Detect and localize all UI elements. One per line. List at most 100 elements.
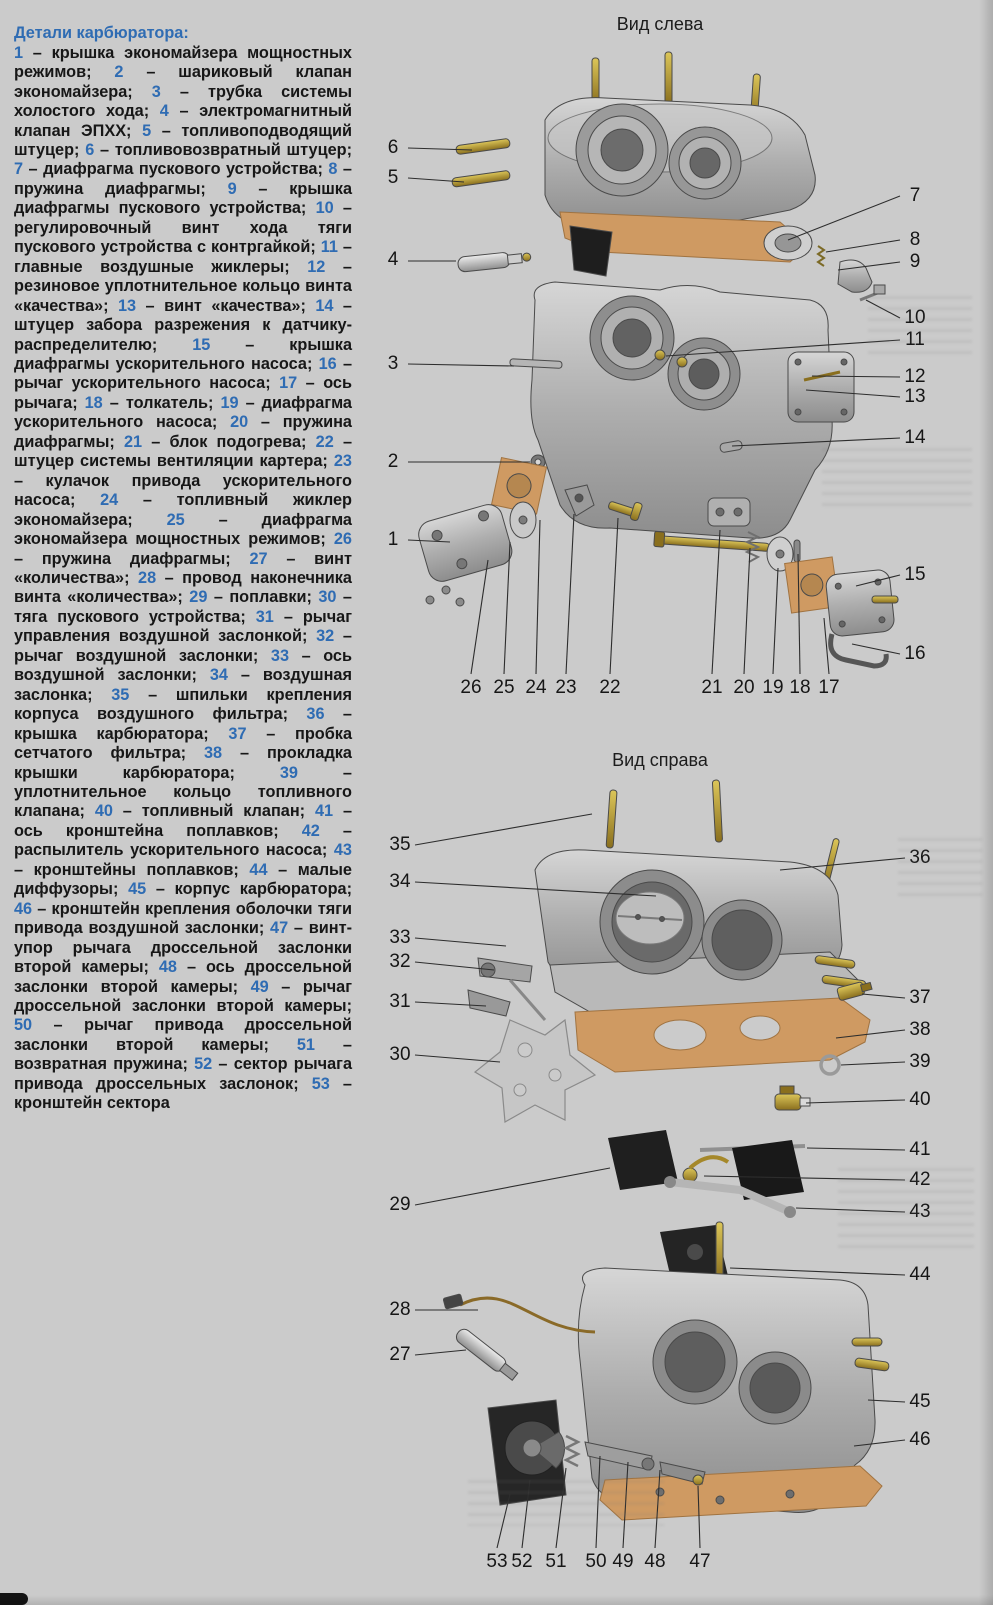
- legend-item-number: 39: [279, 763, 298, 782]
- legend-item-number: 4: [159, 102, 169, 121]
- callout-27: 27: [389, 1344, 411, 1365]
- solenoid-and-diaphragm-art: [457, 225, 886, 302]
- legend-item-number: 31: [255, 607, 274, 626]
- callout-52: 52: [511, 1551, 533, 1572]
- legend-item-number: 30: [318, 588, 337, 607]
- callout-24: 24: [525, 677, 547, 698]
- legend-item-number: 52: [194, 1055, 213, 1074]
- legend-item-number: 48: [158, 958, 177, 977]
- figure-left-view-title: Вид слева: [616, 14, 704, 34]
- floats-and-diffusers-art: [608, 1130, 804, 1283]
- legend-item-number: 21: [123, 432, 143, 451]
- callout-43: 43: [909, 1201, 931, 1222]
- throttle-linkage-art: [442, 1293, 706, 1506]
- callout-30: 30: [389, 1044, 411, 1065]
- callout-51: 51: [545, 1551, 567, 1572]
- callout-26: 26: [460, 677, 482, 698]
- legend-item-number: 45: [128, 880, 147, 899]
- callout-13: 13: [904, 386, 926, 407]
- callout-1: 1: [387, 529, 399, 550]
- figure-left-view: Вид слева: [360, 0, 993, 712]
- legend-item-number: 1: [14, 43, 24, 62]
- legend-item-number: 44: [249, 860, 268, 879]
- legend-item-number: 10: [315, 199, 334, 218]
- callout-38: 38: [909, 1019, 931, 1040]
- choke-rod-bracket-art: [473, 1018, 597, 1123]
- callout-8: 8: [909, 229, 921, 250]
- legend-item-number: 35: [111, 685, 130, 704]
- legend-item-number: 28: [138, 568, 157, 587]
- callout-37: 37: [909, 987, 931, 1008]
- callout-50: 50: [585, 1551, 607, 1572]
- callout-10: 10: [904, 307, 926, 328]
- right-view-diagram: [414, 779, 906, 1549]
- leader-lines: [407, 147, 901, 675]
- callout-47: 47: [689, 1551, 711, 1572]
- callout-22: 22: [599, 677, 621, 698]
- legend-item-number: 46: [14, 899, 33, 918]
- legend-item-number: 41: [314, 802, 334, 821]
- callout-11: 11: [905, 329, 925, 350]
- legend-item-number: 5: [142, 121, 152, 140]
- callout-46: 46: [909, 1429, 931, 1450]
- callout-45: 45: [909, 1391, 931, 1412]
- legend-item-number: 13: [117, 296, 137, 315]
- callout-9: 9: [909, 251, 921, 272]
- legend-item-number: 32: [316, 627, 335, 646]
- legend-item-number: 51: [296, 1035, 315, 1054]
- legend-item-number: 9: [227, 179, 237, 198]
- accel-pump-cluster-art: [707, 497, 899, 669]
- callout-33: 33: [389, 927, 411, 948]
- legend-item-number: 40: [94, 802, 113, 821]
- legend-item-number: 6: [85, 141, 95, 160]
- legend-item-number: 53: [311, 1074, 330, 1093]
- legend-item-number: 14: [315, 296, 334, 315]
- legend-item-number: 23: [333, 452, 352, 471]
- callout-5: 5: [387, 167, 399, 188]
- callout-12: 12: [904, 366, 926, 387]
- legend-title: Детали карбюратора:: [14, 24, 189, 43]
- legend-item-number: 34: [209, 666, 228, 685]
- callout-28: 28: [389, 1299, 411, 1320]
- callout-42: 42: [909, 1169, 931, 1190]
- legend-item-number: 33: [270, 646, 290, 665]
- legend-item-number: 27: [249, 549, 268, 568]
- legend-item-number: 43: [333, 841, 352, 860]
- callout-23: 23: [555, 677, 577, 698]
- callout-6: 6: [387, 137, 399, 158]
- callout-15: 15: [904, 564, 926, 585]
- callout-32: 32: [389, 951, 411, 972]
- callout-7: 7: [909, 185, 921, 206]
- callout-19: 19: [762, 677, 784, 698]
- legend-item-number: 36: [306, 705, 325, 724]
- callout-29: 29: [389, 1194, 411, 1215]
- cam-and-vent-fitting-art: [564, 484, 643, 521]
- callout-41: 41: [909, 1139, 931, 1160]
- callout-39: 39: [909, 1051, 931, 1072]
- callout-36: 36: [909, 847, 931, 868]
- scan-corner-mark: [0, 1593, 28, 1605]
- legend-item-number: 29: [189, 588, 208, 607]
- callout-3: 3: [387, 353, 399, 374]
- figure-right-view-title: Вид справа: [612, 750, 708, 770]
- legend-item-number: 19: [220, 393, 239, 412]
- legend-item-number: 22: [315, 432, 334, 451]
- legend-item-number: 18: [84, 393, 103, 412]
- legend-item-number: 2: [114, 63, 124, 82]
- legend-item-number: 50: [14, 1016, 33, 1035]
- callout-25: 25: [493, 677, 515, 698]
- figure-right-view: Вид справа: [360, 720, 993, 1605]
- callout-49: 49: [612, 1551, 634, 1572]
- legend-item-number: 49: [250, 977, 269, 996]
- legend-item-number: 37: [228, 724, 247, 743]
- cover-gasket-art: [559, 211, 809, 263]
- callout-20: 20: [733, 677, 755, 698]
- lower-body-art: [577, 1221, 890, 1521]
- legend-item-number: 20: [230, 413, 249, 432]
- callout-40: 40: [909, 1089, 931, 1110]
- left-view-diagram: [407, 51, 901, 675]
- cover-gasket-art-2: [574, 997, 871, 1073]
- legend-item-number: 8: [328, 160, 338, 179]
- legend-item-number: 24: [100, 491, 119, 510]
